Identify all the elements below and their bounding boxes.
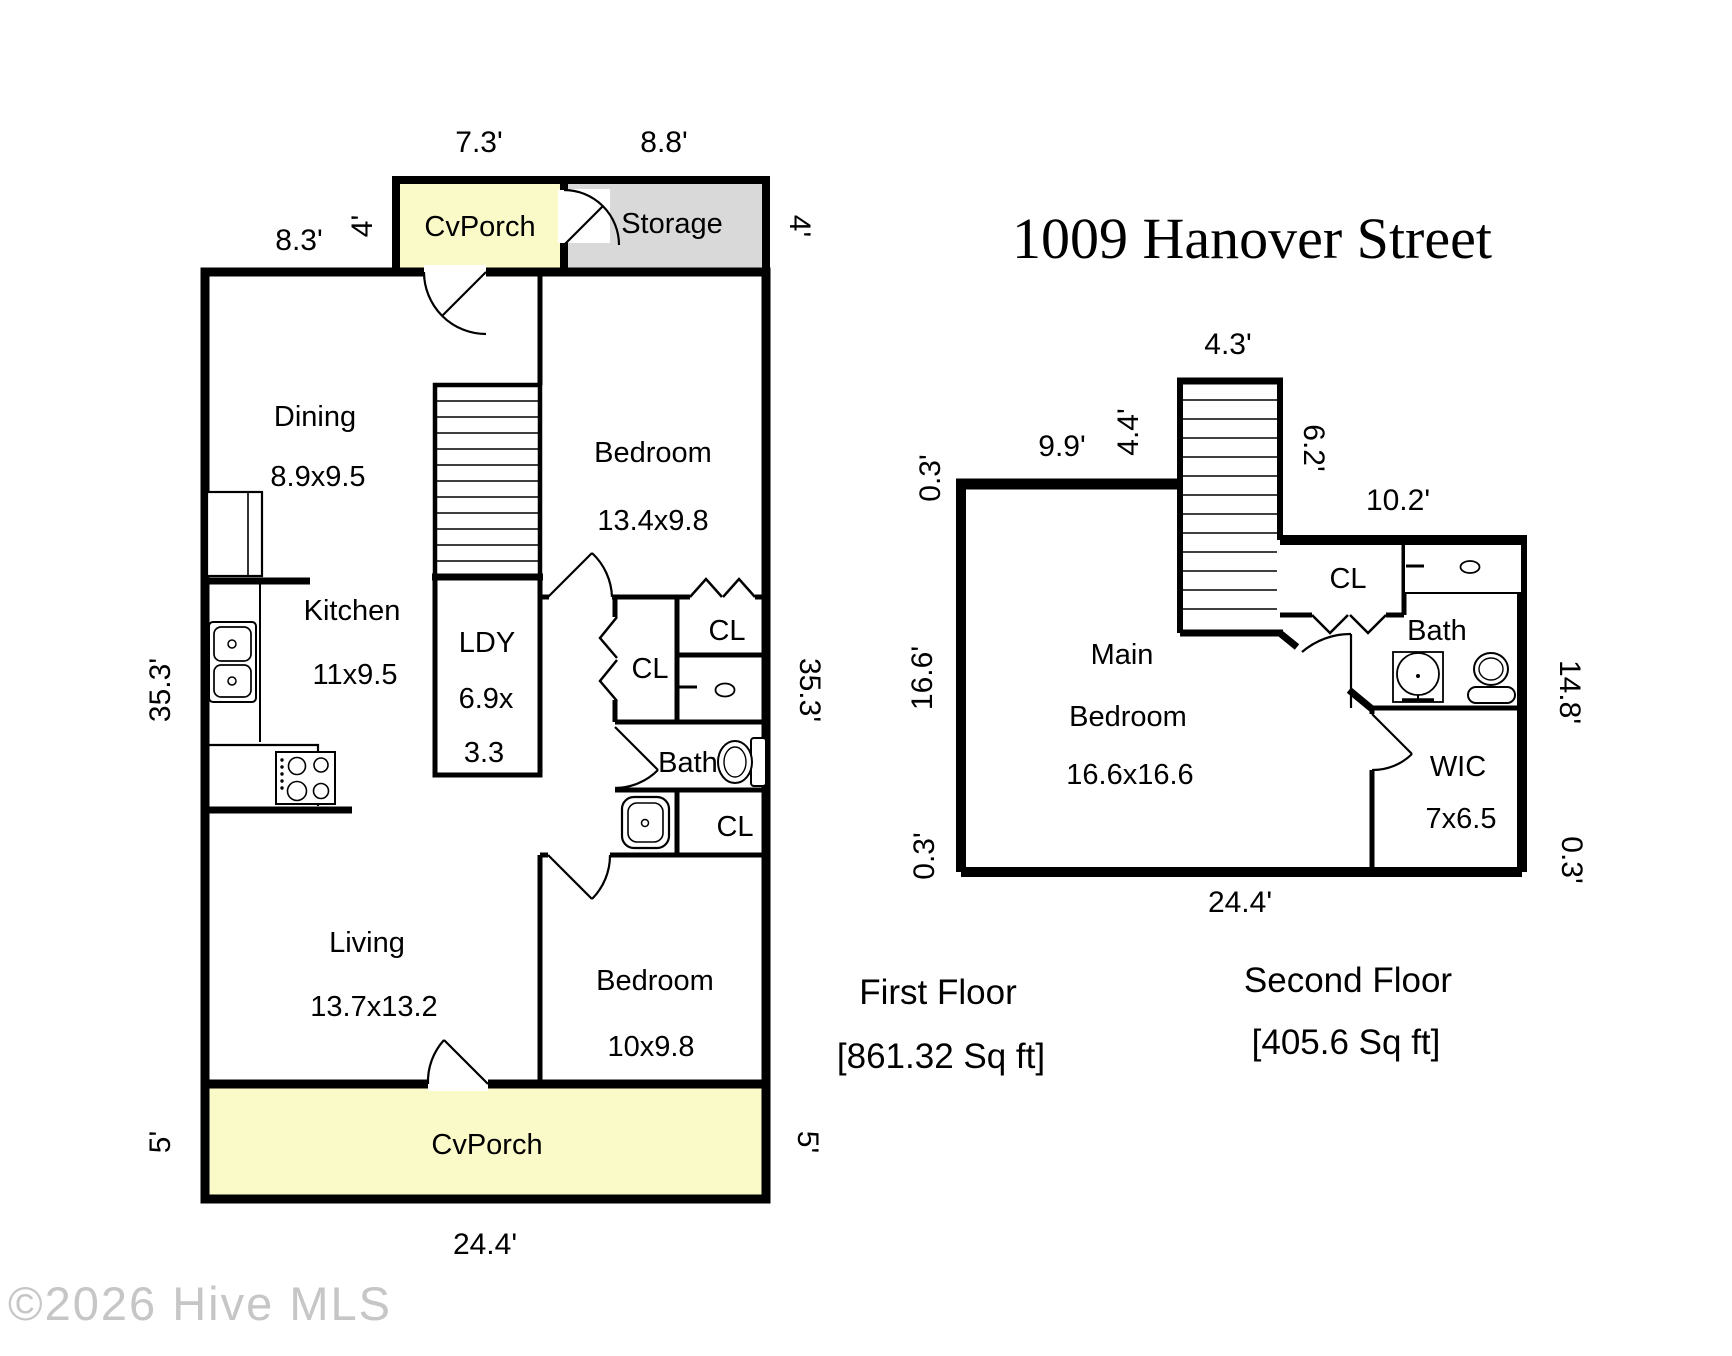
sf-stairs-treads: [1183, 399, 1277, 610]
sf-closet-label: CL: [1329, 563, 1366, 595]
sf-main-size-label: 16.6x16.6: [1066, 759, 1193, 791]
bedroom2-label: Bedroom: [596, 965, 714, 997]
page-title: 1009 Hanover Street: [1012, 206, 1492, 271]
sf-diagonal-wall-lower: [1346, 687, 1375, 712]
bifold-door-closet-top-icon: [689, 577, 756, 598]
storage-label: Storage: [621, 208, 723, 240]
sf-dim-top-right-width: 10.2': [1366, 484, 1430, 517]
sf-pedestal-sink-icon: [1392, 651, 1444, 703]
bedroom1-size-label: 13.4x9.8: [597, 505, 708, 537]
first-floor-area: [861.32 Sq ft]: [837, 1037, 1045, 1076]
second-floor-caption: Second Floor: [1244, 961, 1453, 1000]
sf-dim-stairs-depth2: 6.2': [1297, 424, 1330, 471]
kitchen-size-label: 11x9.5: [313, 659, 398, 691]
sf-dim-bottom-width: 24.4': [1208, 886, 1272, 919]
sf-wic-label: WIC: [1430, 751, 1486, 783]
closet-hall-label: CL: [631, 653, 668, 685]
storage-door-gap: [558, 190, 570, 243]
dim-porch-depth-right: 4': [783, 215, 816, 237]
dining-label: Dining: [274, 401, 356, 433]
dim-porch-depth-left: 4': [346, 215, 379, 237]
sf-bath-door: [1301, 632, 1353, 708]
first-floor-plan: CvPorch Storage Dining 8.9x9.5 Bedroom 1…: [144, 126, 826, 1261]
living-label: Living: [329, 927, 405, 959]
mls-watermark: ©2026 Hive MLS: [8, 1277, 392, 1330]
porch-door: [426, 1039, 489, 1085]
second-floor-area: [405.6 Sq ft]: [1252, 1023, 1441, 1062]
bifold-door-sf-closet-icon: [1311, 614, 1387, 635]
dining-size-label: 8.9x9.5: [270, 461, 365, 493]
closet-bottom-label: CL: [716, 811, 753, 843]
storage-door-panel: [563, 205, 604, 246]
cvporch-bottom-label: CvPorch: [431, 1129, 542, 1161]
dim-storage-width: 8.8': [640, 126, 687, 159]
cvporch-top-label: CvPorch: [424, 211, 535, 243]
kitchen-sink-icon: [208, 621, 257, 703]
laundry-size2-label: 3.3: [464, 737, 504, 769]
vanity-sink-icon: [679, 682, 736, 698]
bifold-door-closet-hall-icon: [598, 616, 618, 702]
first-floor-caption: First Floor: [859, 973, 1017, 1012]
dim-bottom-porch-left: 5': [144, 1131, 177, 1153]
sf-toilet-icon: [1467, 652, 1516, 704]
fridge-icon: [205, 490, 264, 578]
sf-dim-offset-top-left: 0.3': [914, 454, 947, 501]
dim-side-left: 35.3': [144, 658, 177, 722]
sf-main-bedroom-label: Bedroom: [1069, 701, 1187, 733]
sf-dim-top-left-width: 9.9': [1038, 430, 1085, 463]
bedroom1-label: Bedroom: [594, 437, 712, 469]
laundry-size1-label: 6.9x: [459, 683, 514, 715]
dim-side-right: 35.3': [793, 658, 826, 722]
sf-dim-stairs-depth: 4.4': [1112, 408, 1145, 455]
sf-vanity-icon: [1403, 543, 1523, 594]
bedroom1-door: [547, 552, 614, 598]
sf-wic-door: [1371, 713, 1413, 772]
storage-door-patch: [566, 189, 610, 243]
shower-sink-icon: [620, 795, 671, 850]
laundry-label: LDY: [459, 627, 515, 659]
sf-bath-label: Bath: [1407, 615, 1467, 647]
sf-dim-offset-bottom-right: 0.3': [1555, 836, 1588, 883]
entry-door: [422, 271, 487, 336]
living-size-label: 13.7x13.2: [310, 991, 437, 1023]
porch-door-gap: [428, 1077, 488, 1091]
dim-bottom-porch-right: 5': [791, 1131, 824, 1153]
closet-top-label: CL: [708, 615, 745, 647]
stairs-treads: [437, 400, 538, 562]
stove-icon: [275, 751, 336, 805]
kitchen-label: Kitchen: [304, 595, 401, 627]
dim-porch-top-width: 7.3': [455, 126, 502, 159]
sf-diagonal-wall-upper: [1278, 631, 1300, 650]
sf-dim-offset-bottom-left: 0.3': [908, 832, 941, 879]
sf-wic-size-label: 7x6.5: [1426, 803, 1497, 835]
sf-dim-stairs-width: 4.3': [1204, 328, 1251, 361]
first-floor-exterior-wall: [200, 267, 771, 1089]
sf-main-label: Main: [1091, 639, 1154, 671]
sf-dim-side-left: 16.6': [906, 646, 939, 710]
dim-front-left: 8.3': [275, 224, 322, 257]
dim-bottom-width: 24.4': [453, 1228, 517, 1261]
entry-door-gap: [424, 265, 486, 279]
sf-stairs-fill: [1180, 381, 1280, 633]
bath-label: Bath: [658, 747, 718, 779]
sf-dim-side-right: 14.8': [1553, 660, 1586, 724]
toilet-icon: [717, 737, 767, 787]
bedroom2-size-label: 10x9.8: [607, 1031, 694, 1063]
second-floor-plan: Main Bedroom 16.6x16.6 CL Bath WIC 7x6.5…: [906, 328, 1588, 919]
bath-door: [614, 726, 659, 790]
bedroom2-door: [547, 854, 612, 900]
